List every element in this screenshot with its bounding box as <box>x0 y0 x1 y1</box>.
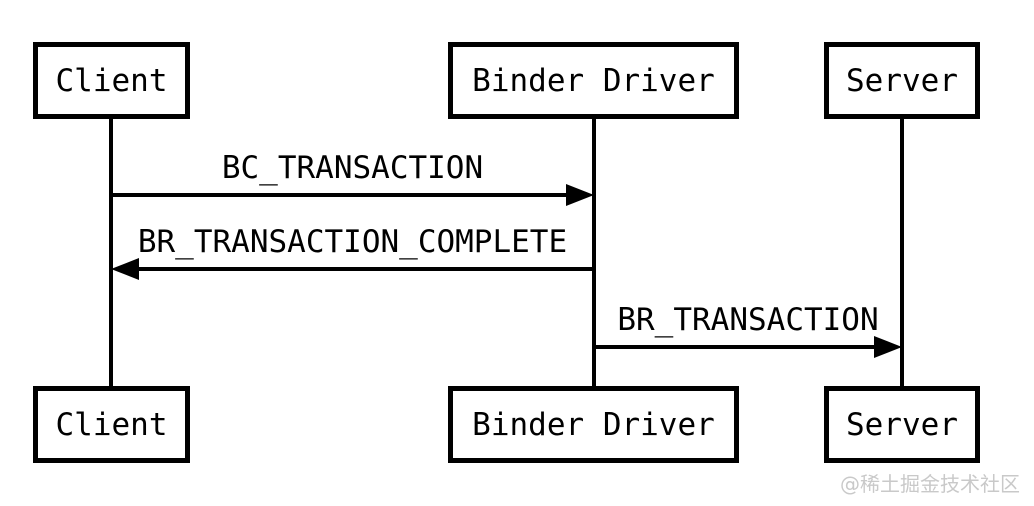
actor-label-client-top: Client <box>55 62 168 99</box>
watermark: @稀土掘金技术社区 <box>840 472 1020 496</box>
arrowhead-right-icon <box>874 336 902 358</box>
message-label-br-transaction: BR_TRANSACTION <box>617 302 879 338</box>
actor-label-binder-driver-top: Binder Driver <box>472 62 715 99</box>
actor-box-server-top: Server <box>824 42 980 119</box>
actor-label-client-bottom: Client <box>55 406 168 443</box>
message-label-br-transaction-complete: BR_TRANSACTION_COMPLETE <box>137 224 568 260</box>
arrowhead-right-icon <box>566 184 594 206</box>
arrowhead-left-icon <box>111 258 139 280</box>
actor-box-client-top: Client <box>33 42 190 119</box>
message-label-bc-transaction: BC_TRANSACTION <box>221 150 484 186</box>
actor-box-client-bottom: Client <box>33 386 190 463</box>
actor-label-server-bottom: Server <box>846 406 958 443</box>
actor-box-server-bottom: Server <box>824 386 980 463</box>
lifeline-binder-driver <box>592 119 596 386</box>
actor-label-server-top: Server <box>846 62 958 99</box>
actor-label-binder-driver-bottom: Binder Driver <box>472 406 715 443</box>
lifeline-server <box>900 119 904 386</box>
message-line-br-transaction <box>594 345 876 349</box>
message-line-br-transaction-complete <box>139 267 594 271</box>
actor-box-binder-driver-top: Binder Driver <box>448 42 739 119</box>
message-line-bc-transaction <box>111 193 568 197</box>
lifeline-client <box>109 119 113 386</box>
actor-box-binder-driver-bottom: Binder Driver <box>448 386 739 463</box>
